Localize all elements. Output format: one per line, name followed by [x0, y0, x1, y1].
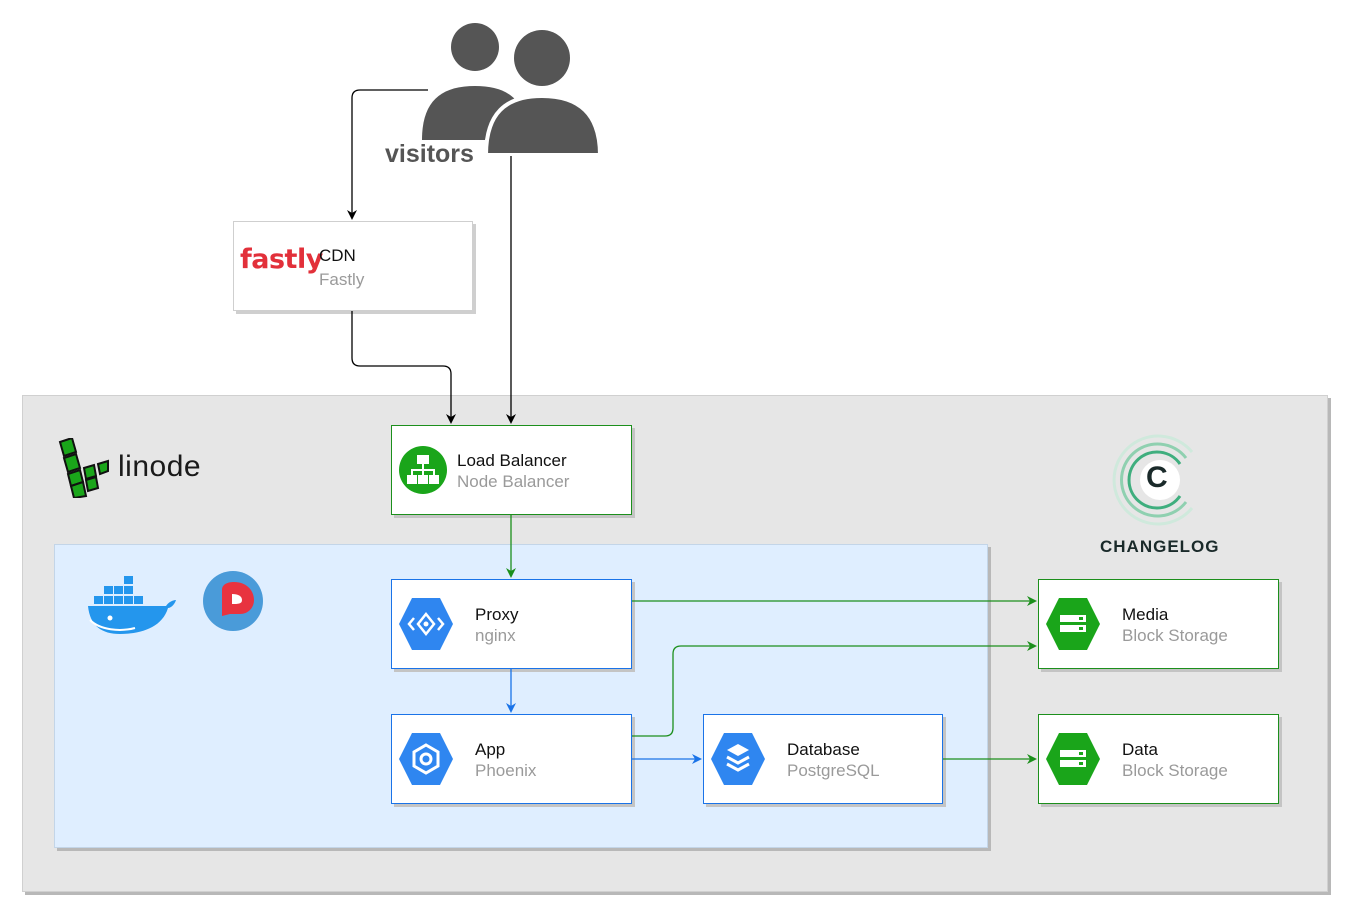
proxy-subtitle: nginx [475, 626, 516, 645]
database-node[interactable]: Database PostgreSQL [703, 714, 943, 804]
app-subtitle: Phoenix [475, 761, 537, 780]
database-subtitle: PostgreSQL [787, 761, 880, 780]
cdn-node[interactable] [233, 221, 473, 311]
load-balancer-icon [399, 446, 447, 494]
cdn-subtitle: Fastly [319, 270, 365, 289]
docker-icon [88, 576, 176, 634]
proxy-icon [399, 598, 453, 650]
users-icon [422, 23, 603, 157]
cdn-title: CDN [319, 246, 356, 265]
app-node[interactable]: App Phoenix [391, 714, 632, 804]
changelog-logo-letter: C [1146, 461, 1168, 494]
linode-logo-icon [58, 438, 109, 498]
proxy-title: Proxy [475, 605, 519, 624]
media-storage-node[interactable]: Media Block Storage [1038, 579, 1279, 669]
edge-visitors-cdn [347, 89, 428, 220]
database-title: Database [787, 740, 860, 759]
data-title: Data [1122, 740, 1158, 759]
changelog-logo-text: CHANGELOG [1100, 537, 1220, 556]
kubernetes-cluster-icon [203, 571, 263, 631]
app-title: App [475, 740, 506, 759]
database-icon [711, 733, 765, 785]
data-storage-node[interactable]: Data Block Storage [1038, 714, 1279, 804]
data-subtitle: Block Storage [1122, 761, 1228, 780]
media-subtitle: Block Storage [1122, 626, 1228, 645]
block-storage-icon [1046, 598, 1100, 650]
load-balancer-subtitle: Node Balancer [457, 472, 570, 491]
changelog-logo-icon [1112, 434, 1194, 526]
edge-app-media [632, 641, 1037, 737]
fastly-logo: fastly [240, 244, 323, 275]
block-storage-icon [1046, 733, 1100, 785]
load-balancer-node[interactable]: Load Balancer Node Balancer [391, 425, 632, 515]
app-engine-icon [399, 733, 453, 785]
visitors-label: visitors [385, 140, 474, 168]
edge-cdn-lb [351, 311, 456, 424]
proxy-node[interactable]: Proxy nginx [391, 579, 632, 669]
media-title: Media [1122, 605, 1169, 624]
load-balancer-title: Load Balancer [457, 451, 567, 470]
linode-logo-text: linode [118, 450, 202, 483]
